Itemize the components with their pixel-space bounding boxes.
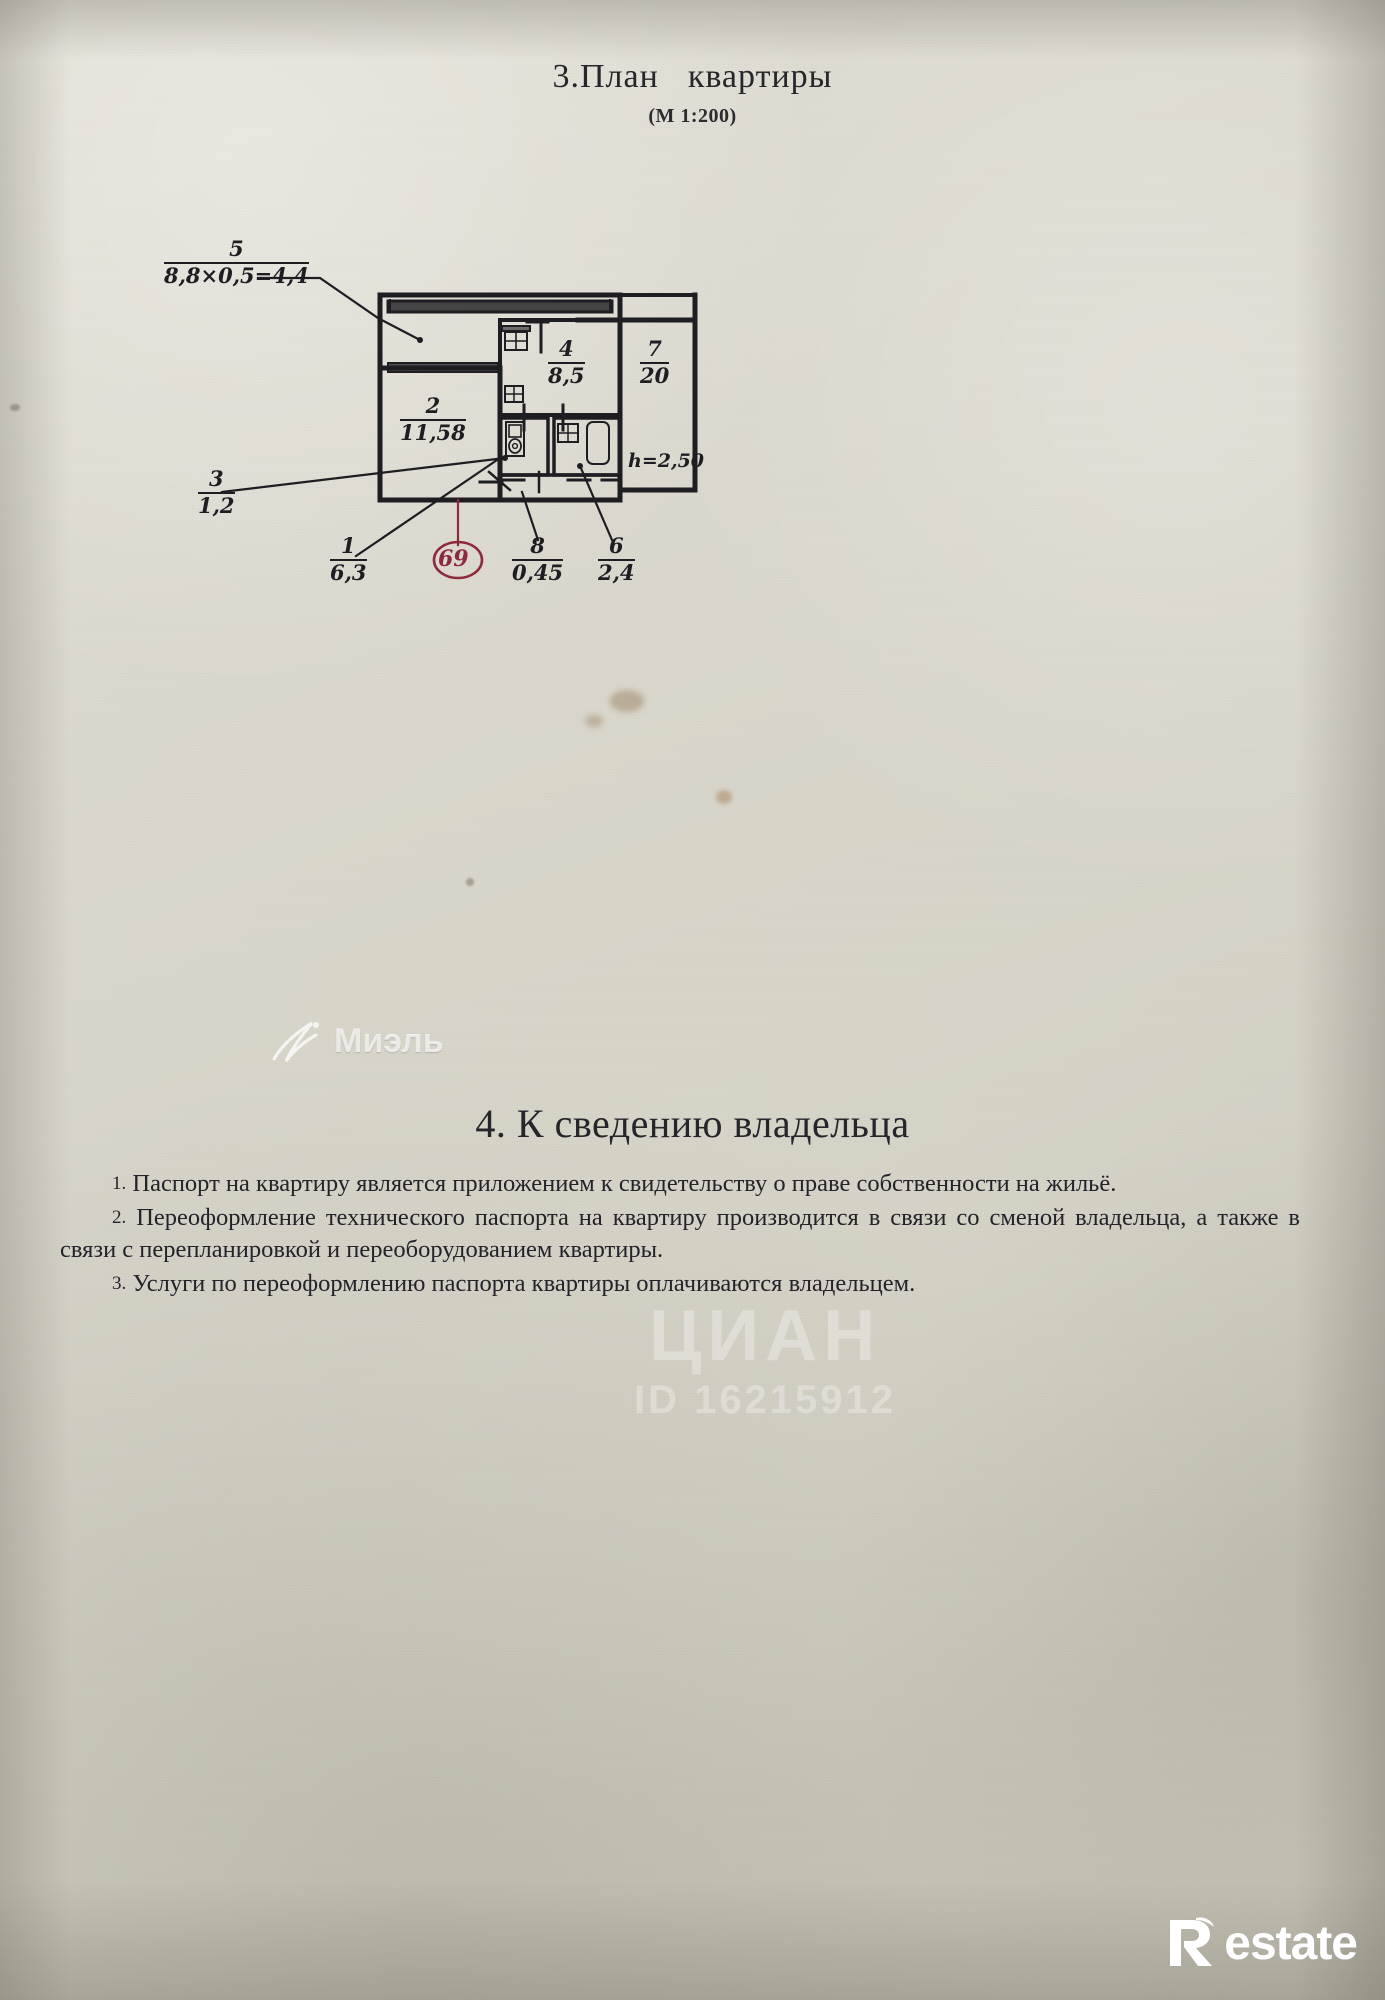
label-5-num: 5 (229, 236, 244, 261)
label-4: 4 8,5 (548, 336, 585, 389)
owner-paragraph-1: 1. Паспорт на квартиру является приложен… (60, 1168, 1300, 1200)
label-7-num: 7 (647, 336, 662, 361)
label-6-num: 6 (608, 533, 624, 558)
owner-paragraph-3: 3. Услуги по переоформлению паспорта ква… (60, 1268, 1300, 1300)
label-8: 8 0,45 (512, 533, 564, 586)
plan-title-word2: квартиры (687, 58, 833, 95)
owner-paragraph-2-text: Переоформление технического паспорта на … (60, 1203, 1300, 1263)
label-2-num: 2 (425, 393, 441, 418)
label-4-value: 8,5 (548, 363, 585, 389)
label-1-num: 1 (340, 533, 356, 558)
label-2-value: 11,58 (400, 420, 466, 446)
restate-r-icon (1162, 1914, 1220, 1972)
apartment-number-value: 69 (438, 546, 469, 572)
plan-title-word1: План (580, 58, 659, 95)
ceiling-height-note: h=2,50 (628, 450, 705, 472)
owner-paragraph-1-lead: 1. (112, 1173, 127, 1194)
apartment-number-stamp-label: 69 (438, 546, 469, 572)
label-4-num: 4 (558, 336, 574, 361)
label-7-value: 20 (640, 363, 670, 389)
floor-plan-svg (220, 276, 698, 580)
label-3: 3 1,2 (198, 466, 235, 519)
label-8-num: 8 (530, 533, 545, 558)
owner-paragraph-2: 2. Переоформление технического паспорта … (60, 1202, 1300, 1266)
owner-section-title: 4. К сведению владельца (475, 1101, 910, 1146)
plan-section-title: 3.План квартиры (0, 58, 1385, 96)
owner-paragraph-3-lead: 3. (112, 1272, 127, 1294)
label-7: 7 20 (640, 336, 670, 389)
restate-logo: estate (1162, 1914, 1358, 1972)
label-5: 5 8,8×0,5=4,4 (164, 236, 309, 289)
floor-plan-drawing: 5 8,8×0,5=4,4 2 11,58 4 8,5 7 20 3 1,2 1… (150, 200, 850, 650)
label-1: 1 6,3 (330, 533, 367, 586)
miel-swoosh-icon (272, 1019, 326, 1063)
label-6: 6 2,4 (598, 533, 635, 586)
label-2: 2 11,58 (400, 393, 466, 446)
label-3-num: 3 (208, 466, 224, 491)
owner-paragraph-3-text: Услуги по переоформлению паспорта кварти… (126, 1269, 916, 1297)
apartment-number-stamp (432, 540, 484, 580)
owner-section-body: 1. Паспорт на квартиру является приложен… (60, 1168, 1300, 1301)
miel-watermark: Миэль (272, 1015, 532, 1067)
label-1-value: 6,3 (330, 560, 367, 586)
plan-scale-note: (М 1:200) (648, 105, 737, 127)
label-3-value: 1,2 (198, 493, 235, 519)
owner-paragraph-2-lead: 2. (112, 1206, 127, 1228)
restate-logo-text: estate (1224, 1916, 1358, 1970)
miel-watermark-text: Миэль (334, 1021, 444, 1060)
label-6-value: 2,4 (598, 560, 635, 586)
label-5-value: 8,8×0,5=4,4 (164, 263, 309, 289)
owner-paragraph-1-text: Паспорт на квартиру является приложением… (126, 1170, 1117, 1197)
plan-title-prefix: 3. (552, 58, 580, 95)
ceiling-height-value: h=2,50 (628, 450, 705, 472)
label-8-value: 0,45 (512, 560, 564, 586)
